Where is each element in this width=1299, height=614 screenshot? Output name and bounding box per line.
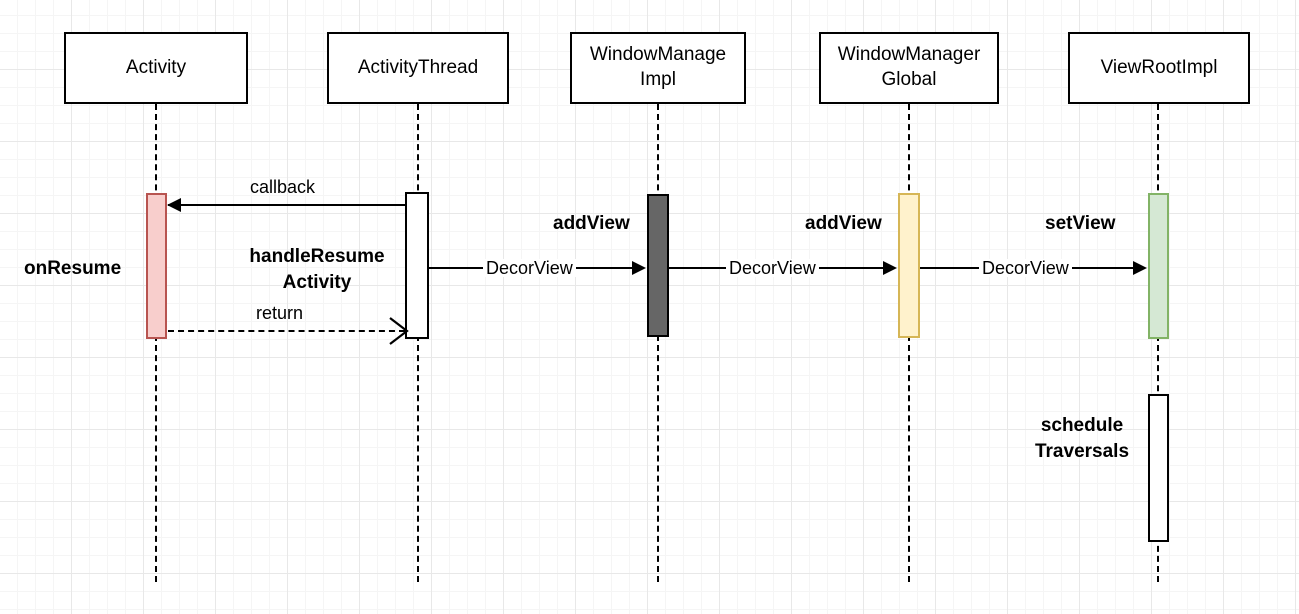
- lifeline-window-manager-impl: [657, 104, 659, 582]
- activation-view-root-impl-setview[interactable]: [1148, 193, 1169, 339]
- message-label-decorview-1: DecorView: [483, 259, 576, 277]
- lifeline-view-root-impl: [1157, 104, 1159, 582]
- message-label-callback: callback: [250, 177, 316, 197]
- arrowhead-return: [389, 317, 409, 345]
- lifeline-window-manager-global: [908, 104, 910, 582]
- lifeline-activity-thread: [417, 104, 419, 582]
- activation-activity-thread-handle-resume[interactable]: [405, 192, 429, 339]
- participant-view-root-impl[interactable]: ViewRootImpl: [1068, 32, 1250, 104]
- arrowhead-callback: [167, 198, 181, 212]
- activation-view-root-impl-schedule-traversals[interactable]: [1148, 394, 1169, 542]
- arrowhead-decorview-1: [632, 261, 646, 275]
- annotation-onresume: onResume: [24, 258, 122, 279]
- activation-window-manager-impl-addview[interactable]: [647, 194, 669, 337]
- annotation-setview: setView: [1045, 213, 1116, 234]
- participant-window-manager-global[interactable]: WindowManager Global: [819, 32, 999, 104]
- message-label-return: return: [256, 303, 304, 323]
- participant-activity[interactable]: Activity: [64, 32, 248, 104]
- participant-activity-thread[interactable]: ActivityThread: [327, 32, 509, 104]
- annotation-addview-impl: addView: [553, 213, 630, 234]
- message-line-return: [168, 330, 405, 332]
- annotation-handle-resume-activity: handleResume Activity: [249, 246, 385, 293]
- message-label-decorview-3: DecorView: [979, 259, 1072, 277]
- message-line-callback: [168, 204, 407, 206]
- activation-window-manager-global-addview[interactable]: [898, 193, 920, 338]
- participant-window-manager-impl[interactable]: WindowManage Impl: [570, 32, 746, 104]
- lifeline-activity: [155, 104, 157, 582]
- arrowhead-decorview-3: [1133, 261, 1147, 275]
- message-label-decorview-2: DecorView: [726, 259, 819, 277]
- arrowhead-decorview-2: [883, 261, 897, 275]
- activation-activity-onresume[interactable]: [146, 193, 167, 339]
- annotation-schedule-traversals: schedule Traversals: [1034, 415, 1130, 462]
- annotation-addview-global: addView: [805, 213, 882, 234]
